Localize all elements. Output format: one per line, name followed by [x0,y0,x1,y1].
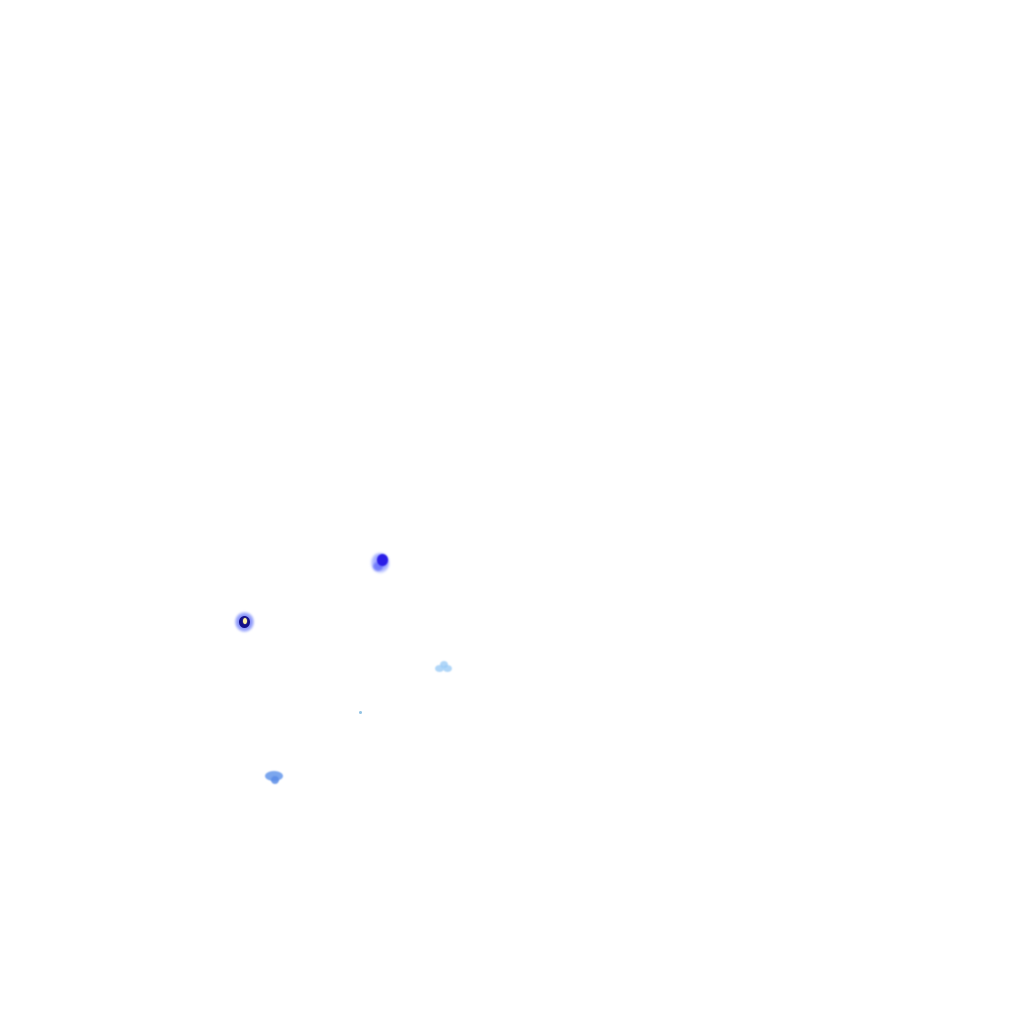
blob-tip [271,776,279,784]
cluster-lobe [435,665,444,672]
blob-tail [373,562,383,571]
blue-blob-large [371,551,391,573]
blob-center [242,618,247,624]
cluster-lobe [443,665,452,672]
cluster-lobe [440,661,448,668]
blob-ring [239,616,250,628]
blob-core [377,554,388,566]
blob-halo [371,553,389,573]
ringed-blob-yellow-center [235,612,255,632]
tiny-speck [359,711,362,714]
blob-body [265,771,283,781]
blue-wedge-blob [265,771,285,785]
light-blue-cluster [434,660,454,676]
blob-halo [235,612,254,632]
